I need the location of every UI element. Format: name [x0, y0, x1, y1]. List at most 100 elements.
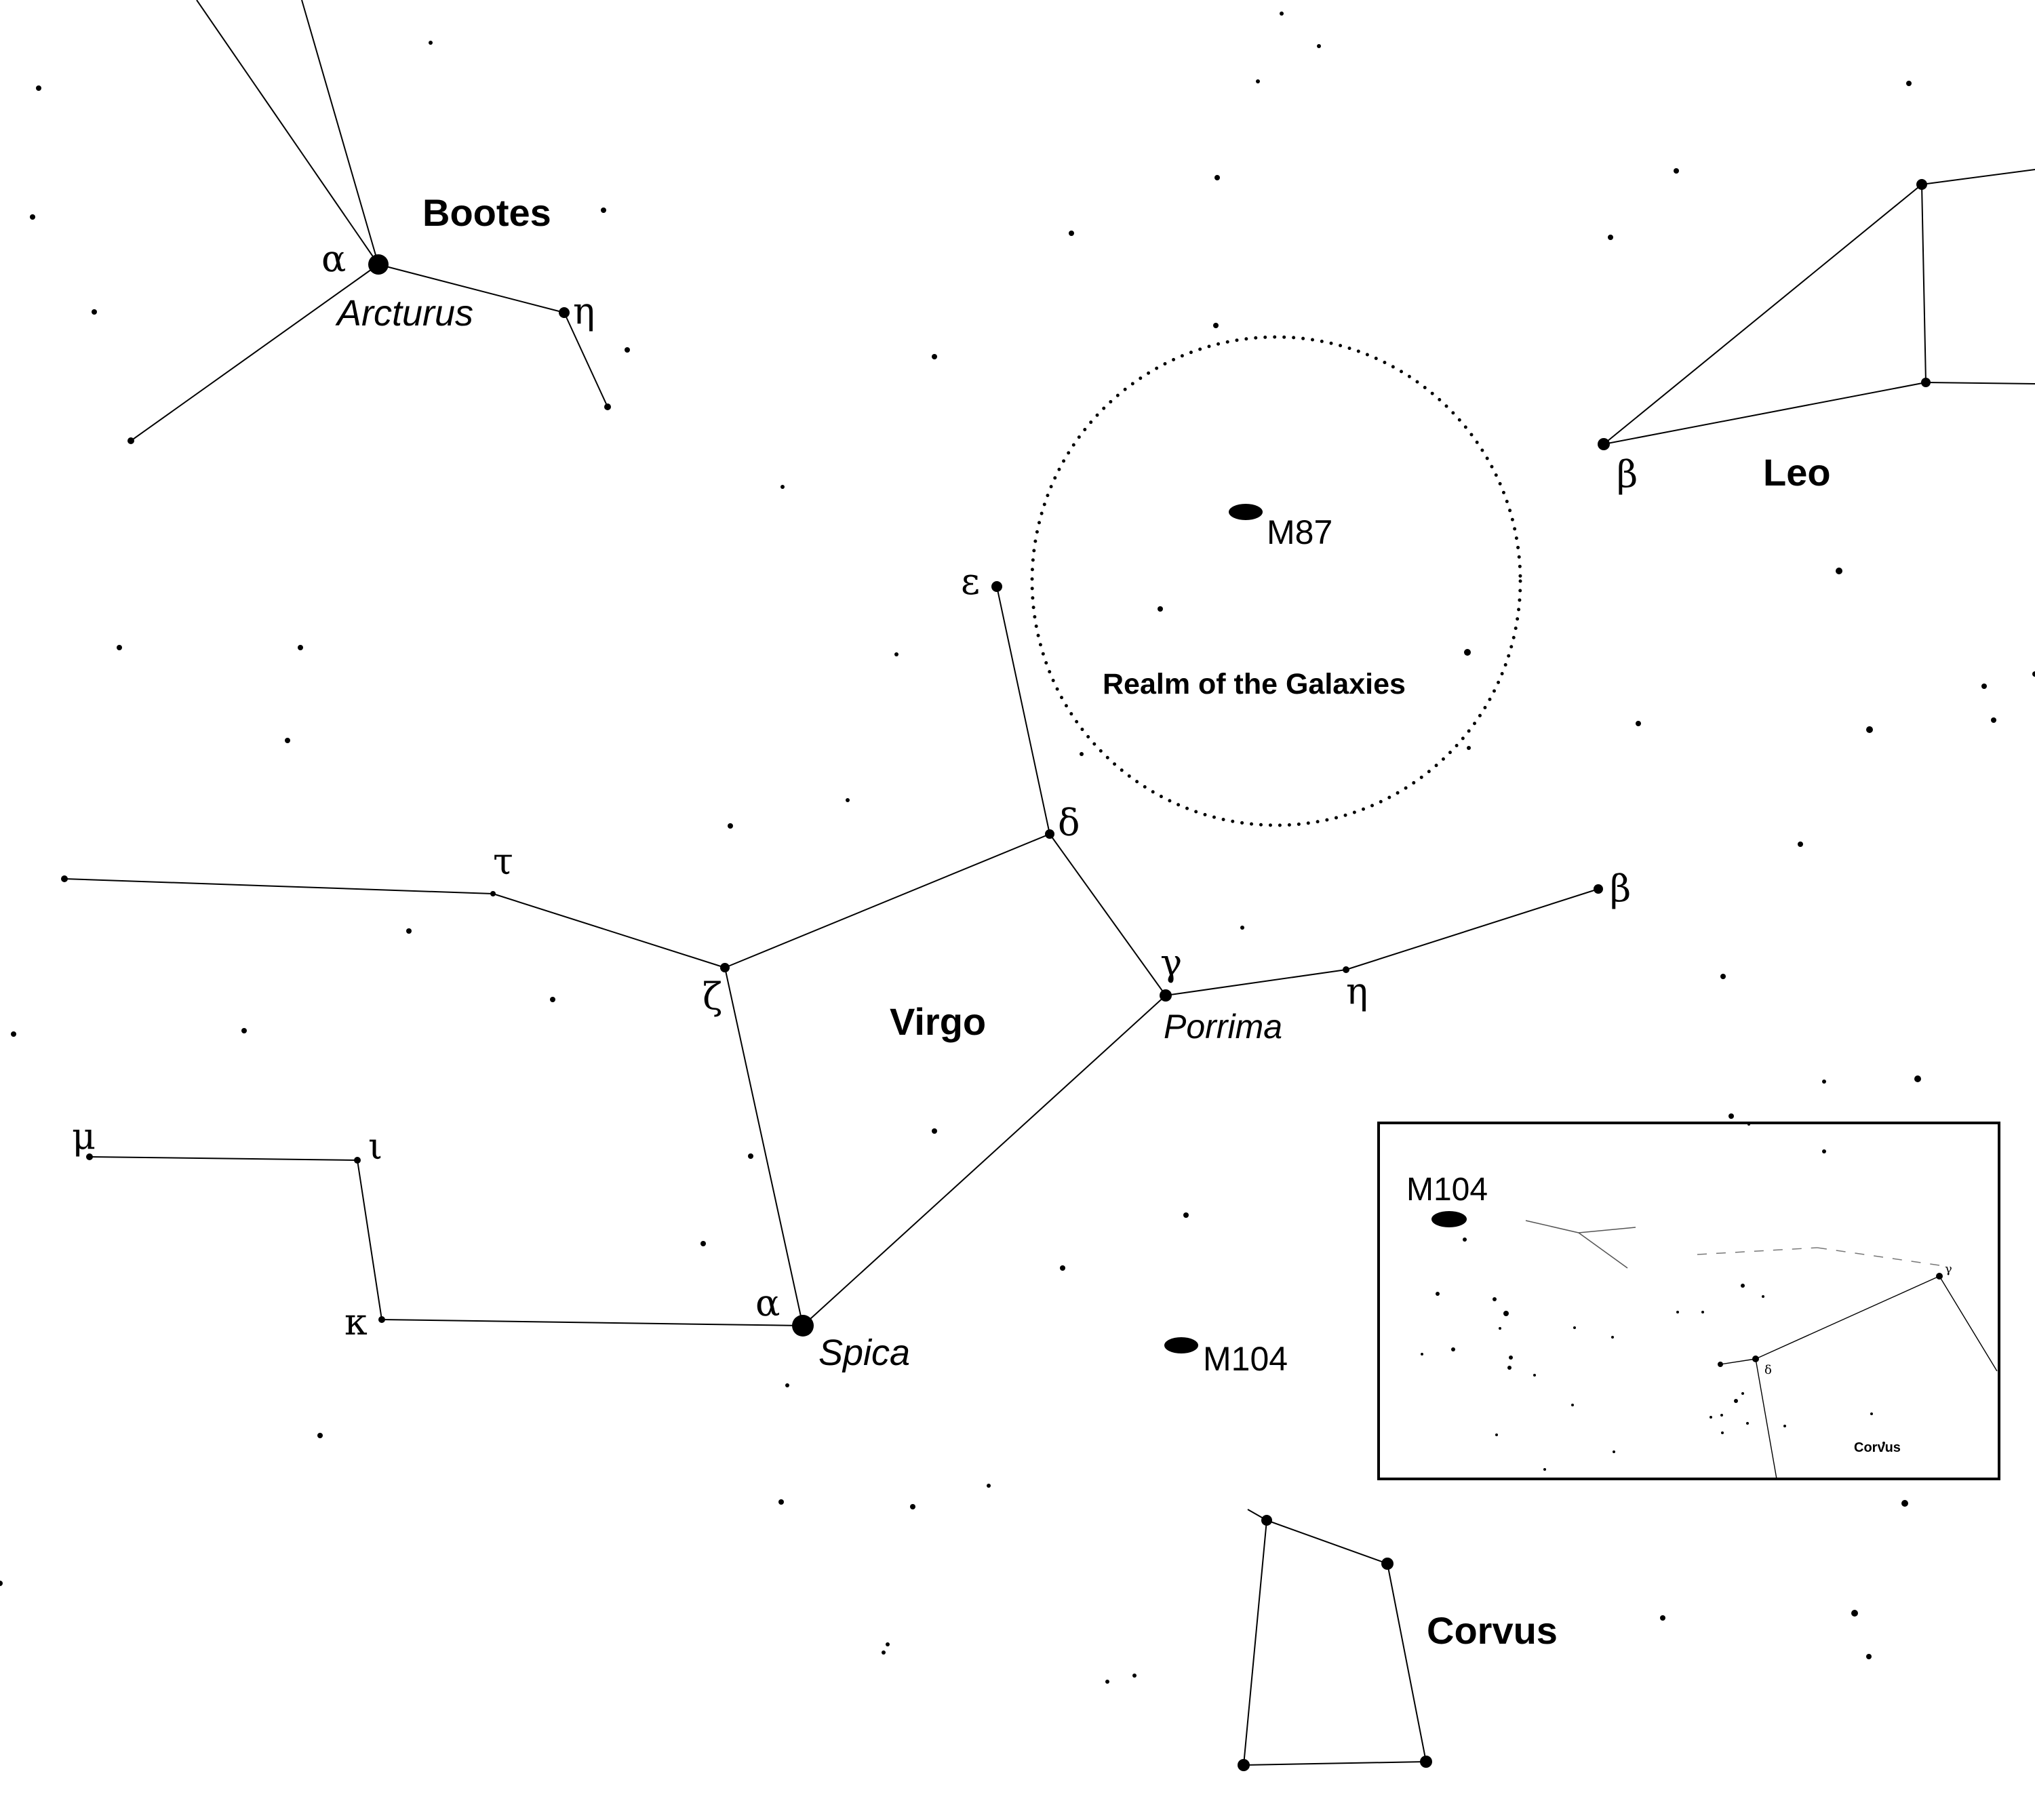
faint-star: [550, 997, 555, 1002]
faint-star: [987, 1484, 991, 1488]
virgo-zeta-label: ζ: [703, 975, 722, 1018]
inset-faint-star: [1870, 1412, 1873, 1415]
leo-star: [1916, 179, 1927, 190]
inset-corvus-line: [1939, 1275, 1998, 1372]
inset-faint-star: [1701, 1311, 1704, 1313]
faint-star: [117, 645, 122, 650]
virgo-line: [996, 586, 1050, 835]
virgo-alpha-label: α: [755, 1282, 780, 1324]
faint-star: [1660, 1615, 1665, 1621]
virgo-eta-label: η: [1346, 970, 1368, 1012]
faint-star: [30, 214, 35, 220]
virgo-line: [381, 1319, 804, 1326]
bootes-eta-label: η: [573, 290, 595, 332]
bootes-line: [301, 0, 379, 265]
faint-star: [894, 652, 898, 656]
leo-star: [1921, 378, 1931, 387]
faint-star: [36, 85, 41, 91]
faint-star: [1214, 175, 1220, 180]
inset-faint-stars: [1421, 1123, 1885, 1471]
virgo-line: [64, 878, 494, 894]
virgo-label: Virgo: [890, 1000, 986, 1043]
faint-star: [1240, 926, 1244, 930]
leo-line: [1921, 184, 1927, 383]
faint-star: [1069, 231, 1074, 236]
corvus-star: [1420, 1756, 1432, 1768]
inset-faint-star: [1741, 1392, 1744, 1395]
corvus-line: [1387, 1563, 1427, 1762]
faint-star: [241, 1028, 247, 1033]
faint-star: [1636, 721, 1641, 726]
faint-star: [406, 928, 412, 934]
faint-star: [886, 1642, 890, 1646]
inset-m104-label: M104: [1406, 1172, 1488, 1208]
faint-star: [700, 1241, 706, 1246]
inset-faint-star: [1762, 1295, 1764, 1298]
inset-faint-star: [1499, 1327, 1501, 1330]
inset-faint-star: [1822, 1149, 1826, 1153]
constellation-lines: [64, 0, 2035, 1766]
faint-star: [1213, 323, 1219, 328]
inset-asterism-line: [1578, 1232, 1628, 1269]
faint-star: [1822, 1080, 1826, 1084]
leo-line: [1921, 169, 2035, 185]
virgo-line: [1165, 969, 1347, 996]
faint-star: [1608, 235, 1613, 240]
faint-star: [1866, 726, 1873, 733]
faint-star: [1105, 1680, 1109, 1684]
inset-faint-star: [1451, 1347, 1455, 1351]
inset-faint-star: [1613, 1450, 1615, 1453]
inset-faint-star: [1747, 1123, 1750, 1126]
virgo-eta-star: [1343, 966, 1349, 973]
inset-corvus-line: [1755, 1275, 1940, 1360]
virgo-line: [802, 995, 1166, 1326]
virgo-iota-label: ι: [368, 1125, 382, 1168]
faint-star: [1464, 649, 1471, 656]
corvus-line: [1266, 1520, 1388, 1564]
inset-faint-star: [1495, 1433, 1498, 1436]
arcturus-star: [368, 254, 389, 275]
bootes-line: [196, 0, 379, 265]
faint-star: [1256, 79, 1260, 83]
leo-beta-label: β: [1617, 453, 1638, 496]
faint-star: [748, 1153, 753, 1159]
inset-faint-star: [1509, 1356, 1513, 1360]
leo-line: [1603, 382, 1927, 445]
inset-faint-star: [1493, 1297, 1497, 1301]
inset-corvus-label: Corvus: [1854, 1440, 1901, 1455]
inset-faint-star: [1720, 1414, 1723, 1417]
inset-faint-star: [1746, 1422, 1749, 1425]
inset-faint-star: [1721, 1431, 1724, 1434]
corvus-line: [1243, 1520, 1267, 1766]
faint-star: [1866, 1654, 1872, 1659]
inset-frame: [1377, 1122, 2000, 1480]
faint-star: [317, 1433, 323, 1438]
leo-beta-star: [1598, 438, 1610, 450]
faint-star: [1836, 568, 1842, 574]
faint-star: [882, 1650, 886, 1655]
inset-delta-label: δ: [1764, 1363, 1772, 1377]
m87-label: M87: [1267, 513, 1332, 551]
inset-faint-star: [1543, 1468, 1546, 1471]
virgo-line: [724, 833, 1050, 968]
virgo-beta-label: β: [1610, 867, 1631, 910]
inset-faint-star: [1503, 1311, 1509, 1316]
m87-galaxy-icon: [1229, 504, 1263, 520]
faint-star: [846, 798, 850, 802]
virgo-gamma-label: γ: [1160, 941, 1182, 984]
faint-star: [1280, 12, 1284, 16]
inset-asterism-line: [1817, 1247, 1940, 1266]
faint-star: [1183, 1212, 1189, 1218]
faint-star: [1991, 717, 1996, 723]
realm-of-galaxies-label: Realm of the Galaxies: [1103, 668, 1406, 700]
faint-star: [1981, 684, 1987, 689]
inset-faint-star: [1710, 1416, 1712, 1419]
virgo-epsilon-star: [991, 581, 1002, 592]
inset-corvus-line: [1720, 1358, 1756, 1365]
virgo-beta-star: [1594, 884, 1603, 894]
faint-star: [1906, 81, 1912, 86]
faint-star: [932, 1128, 937, 1134]
inset-faint-star: [1463, 1238, 1467, 1242]
faint-star: [1158, 606, 1163, 612]
virgo-zeta-star: [720, 963, 730, 972]
